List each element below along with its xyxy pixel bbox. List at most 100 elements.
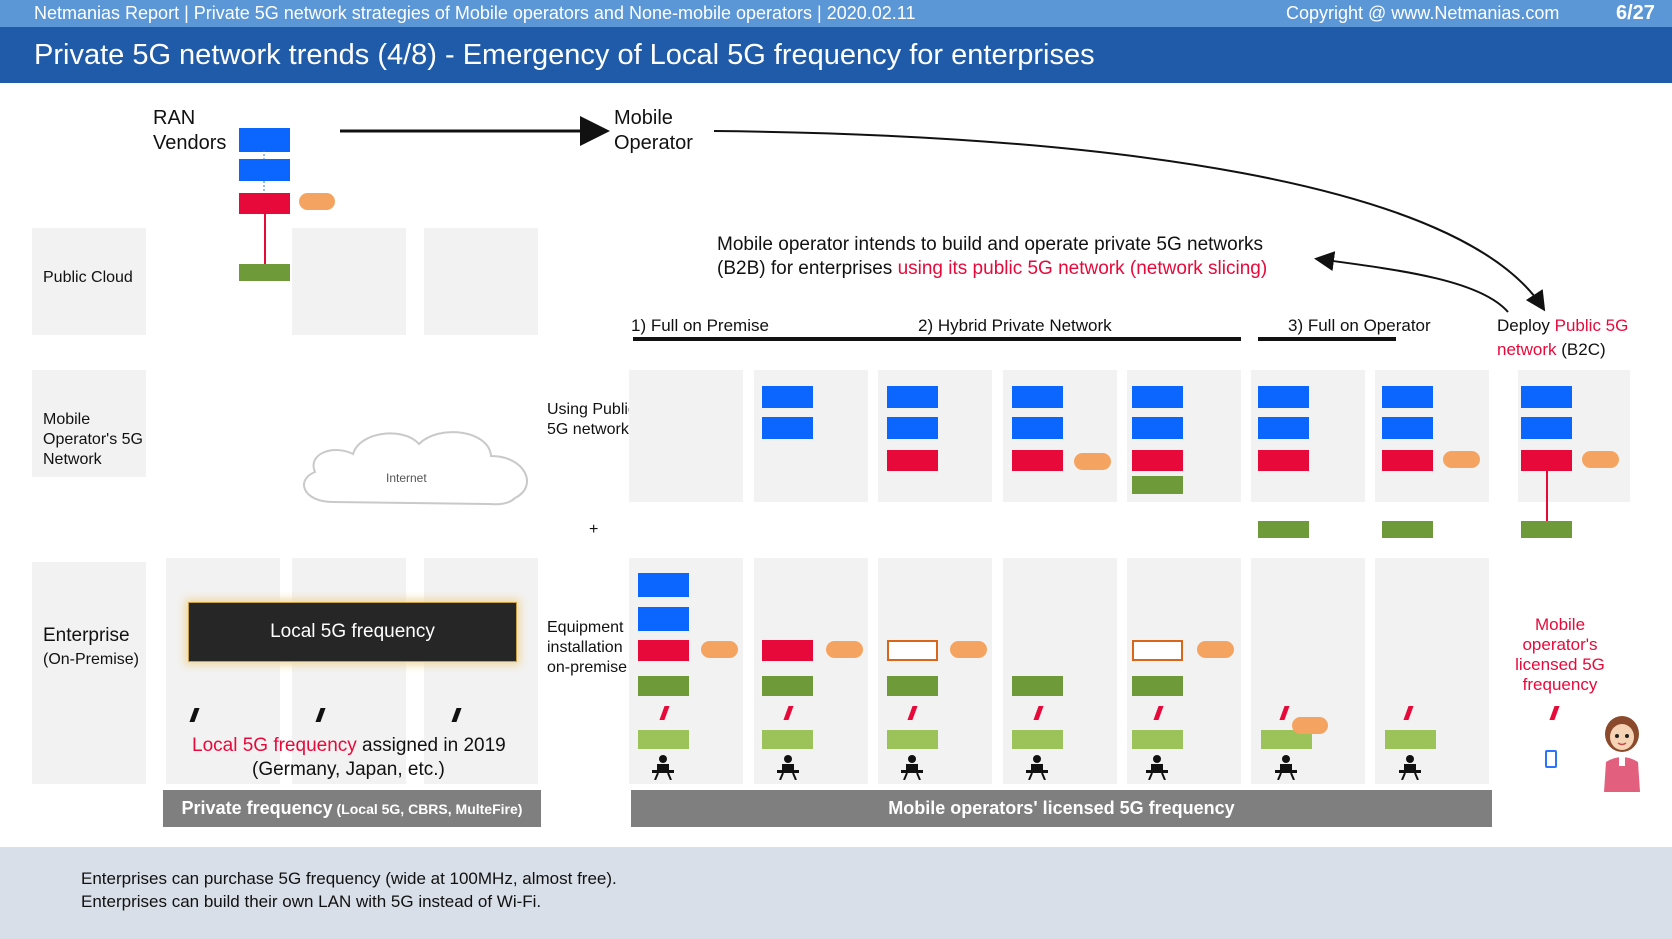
intent-line-2a: (B2B) for enterprises	[717, 258, 898, 279]
user-icon	[652, 754, 674, 780]
licensed-frequency-band: Mobile operators' licensed 5G frequency	[631, 790, 1492, 827]
footer-panel: Enterprises can purchase 5G frequency (w…	[0, 847, 1672, 939]
private-frequency-band: Private frequency (Local 5G, CBRS, Multe…	[163, 790, 541, 827]
local-frequency-note-rest: assigned in 2019	[356, 735, 506, 756]
col5-device-block	[1132, 730, 1183, 749]
row-enterprise: Enterprise (On-Premise)	[32, 562, 146, 784]
col5-radio-block	[1132, 676, 1183, 696]
col5-cu-block	[1132, 417, 1183, 439]
col3-du-block	[887, 450, 938, 471]
operator-to-b2c-arrow	[713, 130, 1546, 312]
ran-vendors-label: RAN Vendors	[153, 107, 227, 154]
col4-pill	[1074, 453, 1111, 470]
ran-cu-block	[239, 159, 290, 181]
row-public-cloud: Public Cloud	[32, 228, 146, 335]
col5-radio-block-top	[1132, 476, 1183, 494]
col4-du-block	[1012, 450, 1063, 471]
col4-core-block	[1012, 386, 1063, 408]
underline-full-operator	[1258, 337, 1396, 341]
local-frequency-note: Local 5G frequency assigned in 2019	[192, 734, 506, 758]
user-avatar-icon	[1604, 716, 1640, 792]
col4-radio-block	[1012, 676, 1063, 696]
smartphone-icon	[1545, 750, 1557, 768]
col6-radio-block-top	[1258, 521, 1309, 538]
col2-device-block	[762, 730, 813, 749]
col6-pill	[1292, 717, 1328, 734]
col1-du-block	[638, 640, 689, 661]
col4-enterprise-panel	[1003, 558, 1117, 784]
category-deploy-line-2: network (B2C)	[1497, 340, 1606, 360]
underline-full-premise	[633, 337, 770, 341]
local-frequency-note-countries: (Germany, Japan, etc.)	[252, 759, 445, 780]
col5-pill	[1197, 641, 1234, 658]
internet-cloud-icon	[303, 431, 528, 506]
cloud-panel-2	[292, 228, 406, 335]
licensed-frequency-note: Mobile operator's licensed 5G frequency	[1515, 615, 1605, 694]
col3-cu-block	[887, 417, 938, 439]
category-full-premise: 1) Full on Premise	[631, 316, 769, 335]
private-frequency-label: Private frequency	[181, 798, 333, 818]
intent-line-1: Mobile operator intends to build and ope…	[717, 234, 1264, 255]
col8-core-block	[1521, 386, 1572, 408]
category-deploy-line-1: Deploy Public 5G	[1497, 316, 1628, 336]
col8-link	[1546, 471, 1548, 521]
user-icon	[901, 754, 923, 780]
deploy-word: Deploy	[1497, 316, 1555, 335]
underline-hybrid	[760, 337, 1241, 341]
page-title: Private 5G network trends (4/8) - Emerge…	[34, 39, 1095, 71]
col7-cu-block	[1382, 417, 1433, 439]
title-bar: Private 5G network trends (4/8) - Emerge…	[0, 27, 1672, 83]
enterprise-panel-3	[424, 558, 538, 784]
deploy-network: network	[1497, 340, 1557, 359]
ran-pill	[299, 193, 335, 210]
col6-cu-block	[1258, 417, 1309, 439]
col7-enterprise-panel	[1375, 558, 1489, 784]
col2-du-block	[762, 640, 813, 661]
col2-pill	[826, 641, 863, 658]
intent-line-2: (B2B) for enterprises using its public 5…	[717, 257, 1267, 281]
col1-pill	[701, 641, 738, 658]
col5-du-block	[1132, 450, 1183, 471]
row-mobile-network: Mobile Operator's 5G Network	[32, 370, 146, 477]
plus-sign: +	[589, 521, 599, 538]
row-label-enterprise: Enterprise	[43, 625, 130, 646]
enterprise-panel-2	[292, 558, 406, 784]
col6-enterprise-panel	[1251, 558, 1365, 784]
report-info: Netmanias Report | Private 5G network st…	[34, 3, 916, 23]
col8-radio-block	[1521, 521, 1572, 538]
row-label-public-cloud: Public Cloud	[43, 269, 133, 286]
col7-device-block	[1385, 730, 1436, 749]
ran-link	[264, 214, 266, 264]
page-number: 6/27	[1616, 2, 1655, 24]
row-label-enterprise-sub: (On-Premise)	[43, 651, 140, 668]
row-label-mobile-network: Mobile Operator's 5G Network	[43, 411, 143, 468]
col8-du-block	[1521, 450, 1572, 471]
footer-line-1: Enterprises can purchase 5G frequency (w…	[81, 869, 617, 888]
col3-core-block	[887, 386, 938, 408]
local-5g-frequency-box: Local 5G frequency	[188, 602, 517, 662]
col1-operator-panel	[629, 370, 743, 502]
report-header-bar: Netmanias Report | Private 5G network st…	[0, 0, 1672, 27]
category-hybrid: 2) Hybrid Private Network	[918, 316, 1112, 335]
col7-du-block	[1382, 450, 1433, 471]
user-icon	[1026, 754, 1048, 780]
copyright: Copyright @ www.Netmanias.com	[1286, 3, 1560, 23]
ran-radio-block	[239, 264, 290, 281]
ran-du-block	[239, 193, 290, 214]
col2-cu-block	[762, 417, 813, 439]
col1-core-block	[638, 573, 689, 597]
col2-enterprise-panel	[754, 558, 868, 784]
user-icon	[777, 754, 799, 780]
col6-device-block	[1261, 730, 1312, 749]
internet-label: Internet	[386, 471, 427, 485]
col4-device-block	[1012, 730, 1063, 749]
col1-cu-block	[638, 607, 689, 631]
intent-line-2b: using its public 5G network (network sli…	[897, 258, 1268, 279]
col5-core-block	[1132, 386, 1183, 408]
col7-radio-block-top	[1382, 521, 1433, 538]
col5-enterprise-panel	[1127, 558, 1241, 784]
ran-core-block	[239, 128, 290, 152]
col8-cu-block	[1521, 417, 1572, 439]
col5-du-placeholder	[1132, 640, 1183, 661]
